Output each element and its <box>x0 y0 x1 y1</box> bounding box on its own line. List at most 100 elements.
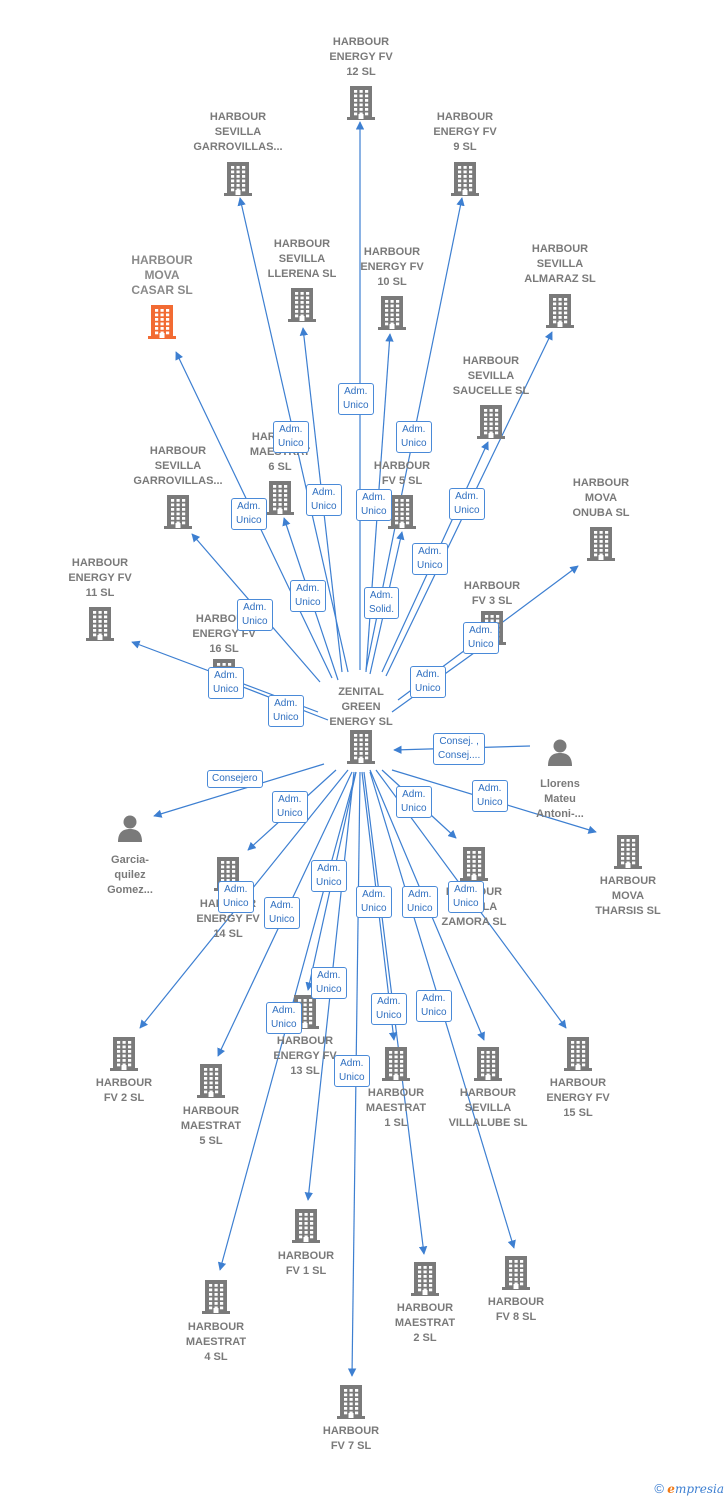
node-garro2[interactable]: HARBOUR SEVILLA GARROVILLAS... <box>118 444 238 489</box>
building-icon[interactable] <box>291 1208 321 1249</box>
node-fv1[interactable]: HARBOUR FV 1 SL <box>246 1249 366 1279</box>
building-icon[interactable] <box>545 293 575 334</box>
node-casar[interactable]: HARBOUR MOVA CASAR SL <box>102 253 222 298</box>
building-icon[interactable] <box>346 85 376 126</box>
node-tharsis[interactable]: HARBOUR MOVA THARSIS SL <box>568 874 688 919</box>
building-icon[interactable] <box>109 1036 139 1077</box>
node-label: HARBOUR MAESTRAT 1 SL <box>365 1087 427 1129</box>
building-icon[interactable] <box>476 404 506 445</box>
role-badge-garcia: Consejero <box>207 770 263 788</box>
building-icon[interactable] <box>85 606 115 647</box>
node-llerena[interactable]: HARBOUR SEVILLA LLERENA SL <box>242 237 362 282</box>
building-icon[interactable] <box>387 494 417 535</box>
building-icon[interactable] <box>586 526 616 567</box>
node-fv13[interactable]: HARBOUR ENERGY FV 13 SL <box>245 1034 365 1079</box>
role-badge-tharsis: Adm. Unico <box>472 780 508 812</box>
node-label: HARBOUR FV 5 SL <box>373 460 431 487</box>
node-label: HARBOUR SEVILLA LLERENA SL <box>267 238 337 280</box>
node-label: HARBOUR ENERGY FV 9 SL <box>433 111 497 153</box>
node-garro1[interactable]: HARBOUR SEVILLA GARROVILLAS... <box>178 110 298 155</box>
building-icon[interactable] <box>563 1036 593 1077</box>
node-label: HARBOUR FV 3 SL <box>463 580 521 607</box>
role-badge-fv15: Adm. Unico <box>448 881 484 913</box>
building-icon[interactable] <box>287 287 317 328</box>
node-fv5[interactable]: HARBOUR FV 5 SL <box>342 459 462 489</box>
node-maes1[interactable]: HARBOUR MAESTRAT 1 SL <box>336 1086 456 1131</box>
node-almaraz[interactable]: HARBOUR SEVILLA ALMARAZ SL <box>500 242 620 287</box>
node-label: HARBOUR FV 8 SL <box>487 1296 545 1323</box>
role-badge-maes6: Adm. Unico <box>306 484 342 516</box>
role-badge-maes2: Adm. Unico <box>371 993 407 1025</box>
role-badge-fv8: Adm. Unico <box>416 990 452 1022</box>
person-icon[interactable] <box>545 737 575 772</box>
node-label: HARBOUR MAESTRAT 5 SL <box>180 1105 242 1147</box>
node-label: HARBOUR MOVA ONUBA SL <box>572 477 630 519</box>
building-icon[interactable] <box>410 1261 440 1302</box>
building-icon[interactable] <box>381 1046 411 1087</box>
building-icon[interactable] <box>147 304 177 345</box>
role-badge-llerena: Adm. Unico <box>273 421 309 453</box>
building-icon[interactable] <box>473 1046 503 1087</box>
building-icon[interactable] <box>336 1384 366 1425</box>
node-saucelle[interactable]: HARBOUR SEVILLA SAUCELLE SL <box>431 354 551 399</box>
empresia-footer: © empresia <box>654 1481 724 1496</box>
role-badge-fv12: Adm. Unico <box>290 580 326 612</box>
node-llorens[interactable]: Llorens Mateu Antoni-... <box>500 777 620 822</box>
node-fv15[interactable]: HARBOUR ENERGY FV 15 SL <box>518 1076 638 1121</box>
node-center[interactable]: ZENITAL GREEN ENERGY SL <box>301 685 421 730</box>
node-fv2[interactable]: HARBOUR FV 2 SL <box>64 1076 184 1106</box>
role-badge-zamora: Adm. Unico <box>396 786 432 818</box>
building-icon[interactable] <box>201 1279 231 1320</box>
node-label: HARBOUR ENERGY FV 13 SL <box>273 1035 337 1077</box>
node-fv9[interactable]: HARBOUR ENERGY FV 9 SL <box>405 110 525 155</box>
node-label: HARBOUR MOVA CASAR SL <box>131 253 193 297</box>
role-badge-saucelle: Adm. Unico <box>449 488 485 520</box>
building-icon[interactable] <box>450 161 480 202</box>
node-fv10[interactable]: HARBOUR ENERGY FV 10 SL <box>332 245 452 290</box>
node-onuba[interactable]: HARBOUR MOVA ONUBA SL <box>541 476 661 521</box>
role-badge-fv2: Adm. Unico <box>218 881 254 913</box>
building-icon[interactable] <box>613 834 643 875</box>
person-icon[interactable] <box>115 813 145 848</box>
node-fv8[interactable]: HARBOUR FV 8 SL <box>456 1295 576 1325</box>
role-badge-fv9: Adm. Unico <box>396 421 432 453</box>
building-icon[interactable] <box>196 1063 226 1104</box>
node-label: Garcia- quilez Gomez... <box>107 854 153 896</box>
copyright-symbol: © <box>654 1481 664 1496</box>
node-maes5[interactable]: HARBOUR MAESTRAT 5 SL <box>151 1104 271 1149</box>
building-icon[interactable] <box>346 729 376 770</box>
building-icon[interactable] <box>501 1255 531 1296</box>
building-icon[interactable] <box>163 494 193 535</box>
node-fv3[interactable]: HARBOUR FV 3 SL <box>432 579 552 609</box>
node-maes4[interactable]: HARBOUR MAESTRAT 4 SL <box>156 1320 276 1365</box>
role-badge-onuba: Adm. Unico <box>410 666 446 698</box>
role-badge-fv14: Adm. Unico <box>272 791 308 823</box>
node-maes2[interactable]: HARBOUR MAESTRAT 2 SL <box>365 1301 485 1346</box>
node-label: HARBOUR FV 7 SL <box>322 1425 380 1452</box>
node-label: HARBOUR SEVILLA GARROVILLAS... <box>193 111 283 153</box>
node-label: HARBOUR ENERGY FV 15 SL <box>546 1077 610 1119</box>
role-badge-maes4: Adm. Unico <box>266 1002 302 1034</box>
node-villalube[interactable]: HARBOUR SEVILLA VILLALUBE SL <box>428 1086 548 1131</box>
building-icon[interactable] <box>223 161 253 202</box>
building-icon[interactable] <box>265 480 295 521</box>
building-icon[interactable] <box>459 846 489 887</box>
role-badge-fv10: Adm. Unico <box>338 383 374 415</box>
node-label: HARBOUR ENERGY FV 12 SL <box>329 36 393 78</box>
role-badge-fv5: Adm. Unico <box>356 489 392 521</box>
node-label: Llorens Mateu Antoni-... <box>536 778 584 820</box>
building-icon[interactable] <box>377 295 407 336</box>
node-label: HARBOUR MOVA THARSIS SL <box>595 875 661 917</box>
edge-garcia <box>153 763 325 818</box>
node-fv11[interactable]: HARBOUR ENERGY FV 11 SL <box>40 556 160 601</box>
role-badge-fv7: Adm. Unico <box>334 1055 370 1087</box>
node-garcia[interactable]: Garcia- quilez Gomez... <box>70 853 190 898</box>
node-fv7[interactable]: HARBOUR FV 7 SL <box>291 1424 411 1454</box>
role-badge-maes1: Adm. Unico <box>356 886 392 918</box>
node-label: HARBOUR SEVILLA ALMARAZ SL <box>524 243 596 285</box>
node-label: HARBOUR FV 1 SL <box>277 1250 335 1277</box>
node-fv12[interactable]: HARBOUR ENERGY FV 12 SL <box>301 35 421 80</box>
node-label: HARBOUR ENERGY FV 10 SL <box>360 246 424 288</box>
node-label: HARBOUR SEVILLA VILLALUBE SL <box>448 1087 528 1129</box>
role-badge-fv11: Adm. Unico <box>208 667 244 699</box>
